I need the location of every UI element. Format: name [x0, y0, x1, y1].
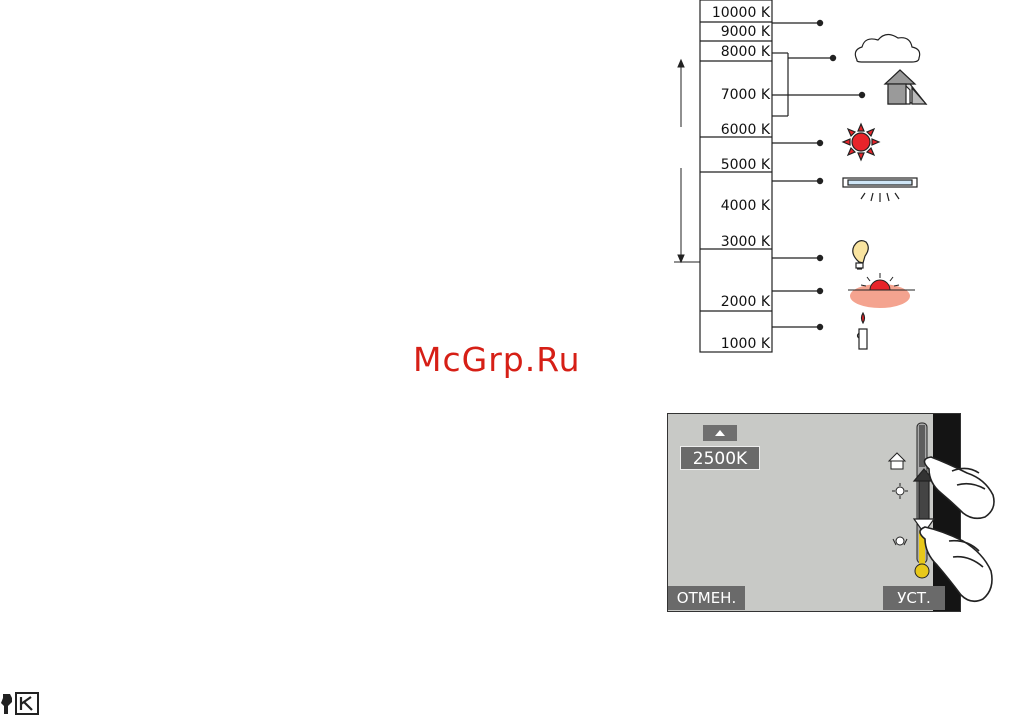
screen-overlay: [667, 413, 997, 613]
connector-lines: [772, 20, 865, 329]
watermark-text: McGrp.Ru: [413, 340, 613, 380]
scale-label-1000: 1000 K: [721, 336, 771, 352]
scale-label-9000: 9000 K: [721, 24, 771, 40]
finger-icon: [920, 527, 992, 601]
shade-icon: [889, 453, 905, 469]
scale-label-2000: 2000 K: [721, 294, 771, 310]
sun-icon: [892, 483, 908, 499]
candle-icon: [858, 313, 868, 349]
cloud-icon: [855, 34, 919, 62]
scale-label-3000: 3000 K: [721, 234, 771, 250]
setting-k-icon: [0, 688, 42, 718]
scale-label-7000: 7000 K: [721, 87, 771, 103]
scale-label-6000: 6000 K: [721, 122, 771, 138]
shade-icon: [885, 70, 926, 104]
kelvin-scale-diagram: 10000 K 9000 K 8000 K 7000 K 6000 K 5000…: [660, 0, 950, 360]
range-arrows: [674, 60, 700, 262]
finger-icon: [924, 457, 994, 518]
light-bulb-icon: [893, 537, 907, 545]
sun-icon: [843, 124, 879, 160]
light-bulb-icon: [853, 241, 869, 269]
fluorescent-lamp-icon: [843, 178, 917, 202]
scale-label-8000: 8000 K: [721, 44, 771, 60]
sunset-icon: [848, 273, 915, 308]
scale-label-4000: 4000 K: [721, 198, 771, 214]
scale-label-10000: 10000 K: [712, 5, 771, 21]
scale-label-5000: 5000 K: [721, 157, 771, 173]
